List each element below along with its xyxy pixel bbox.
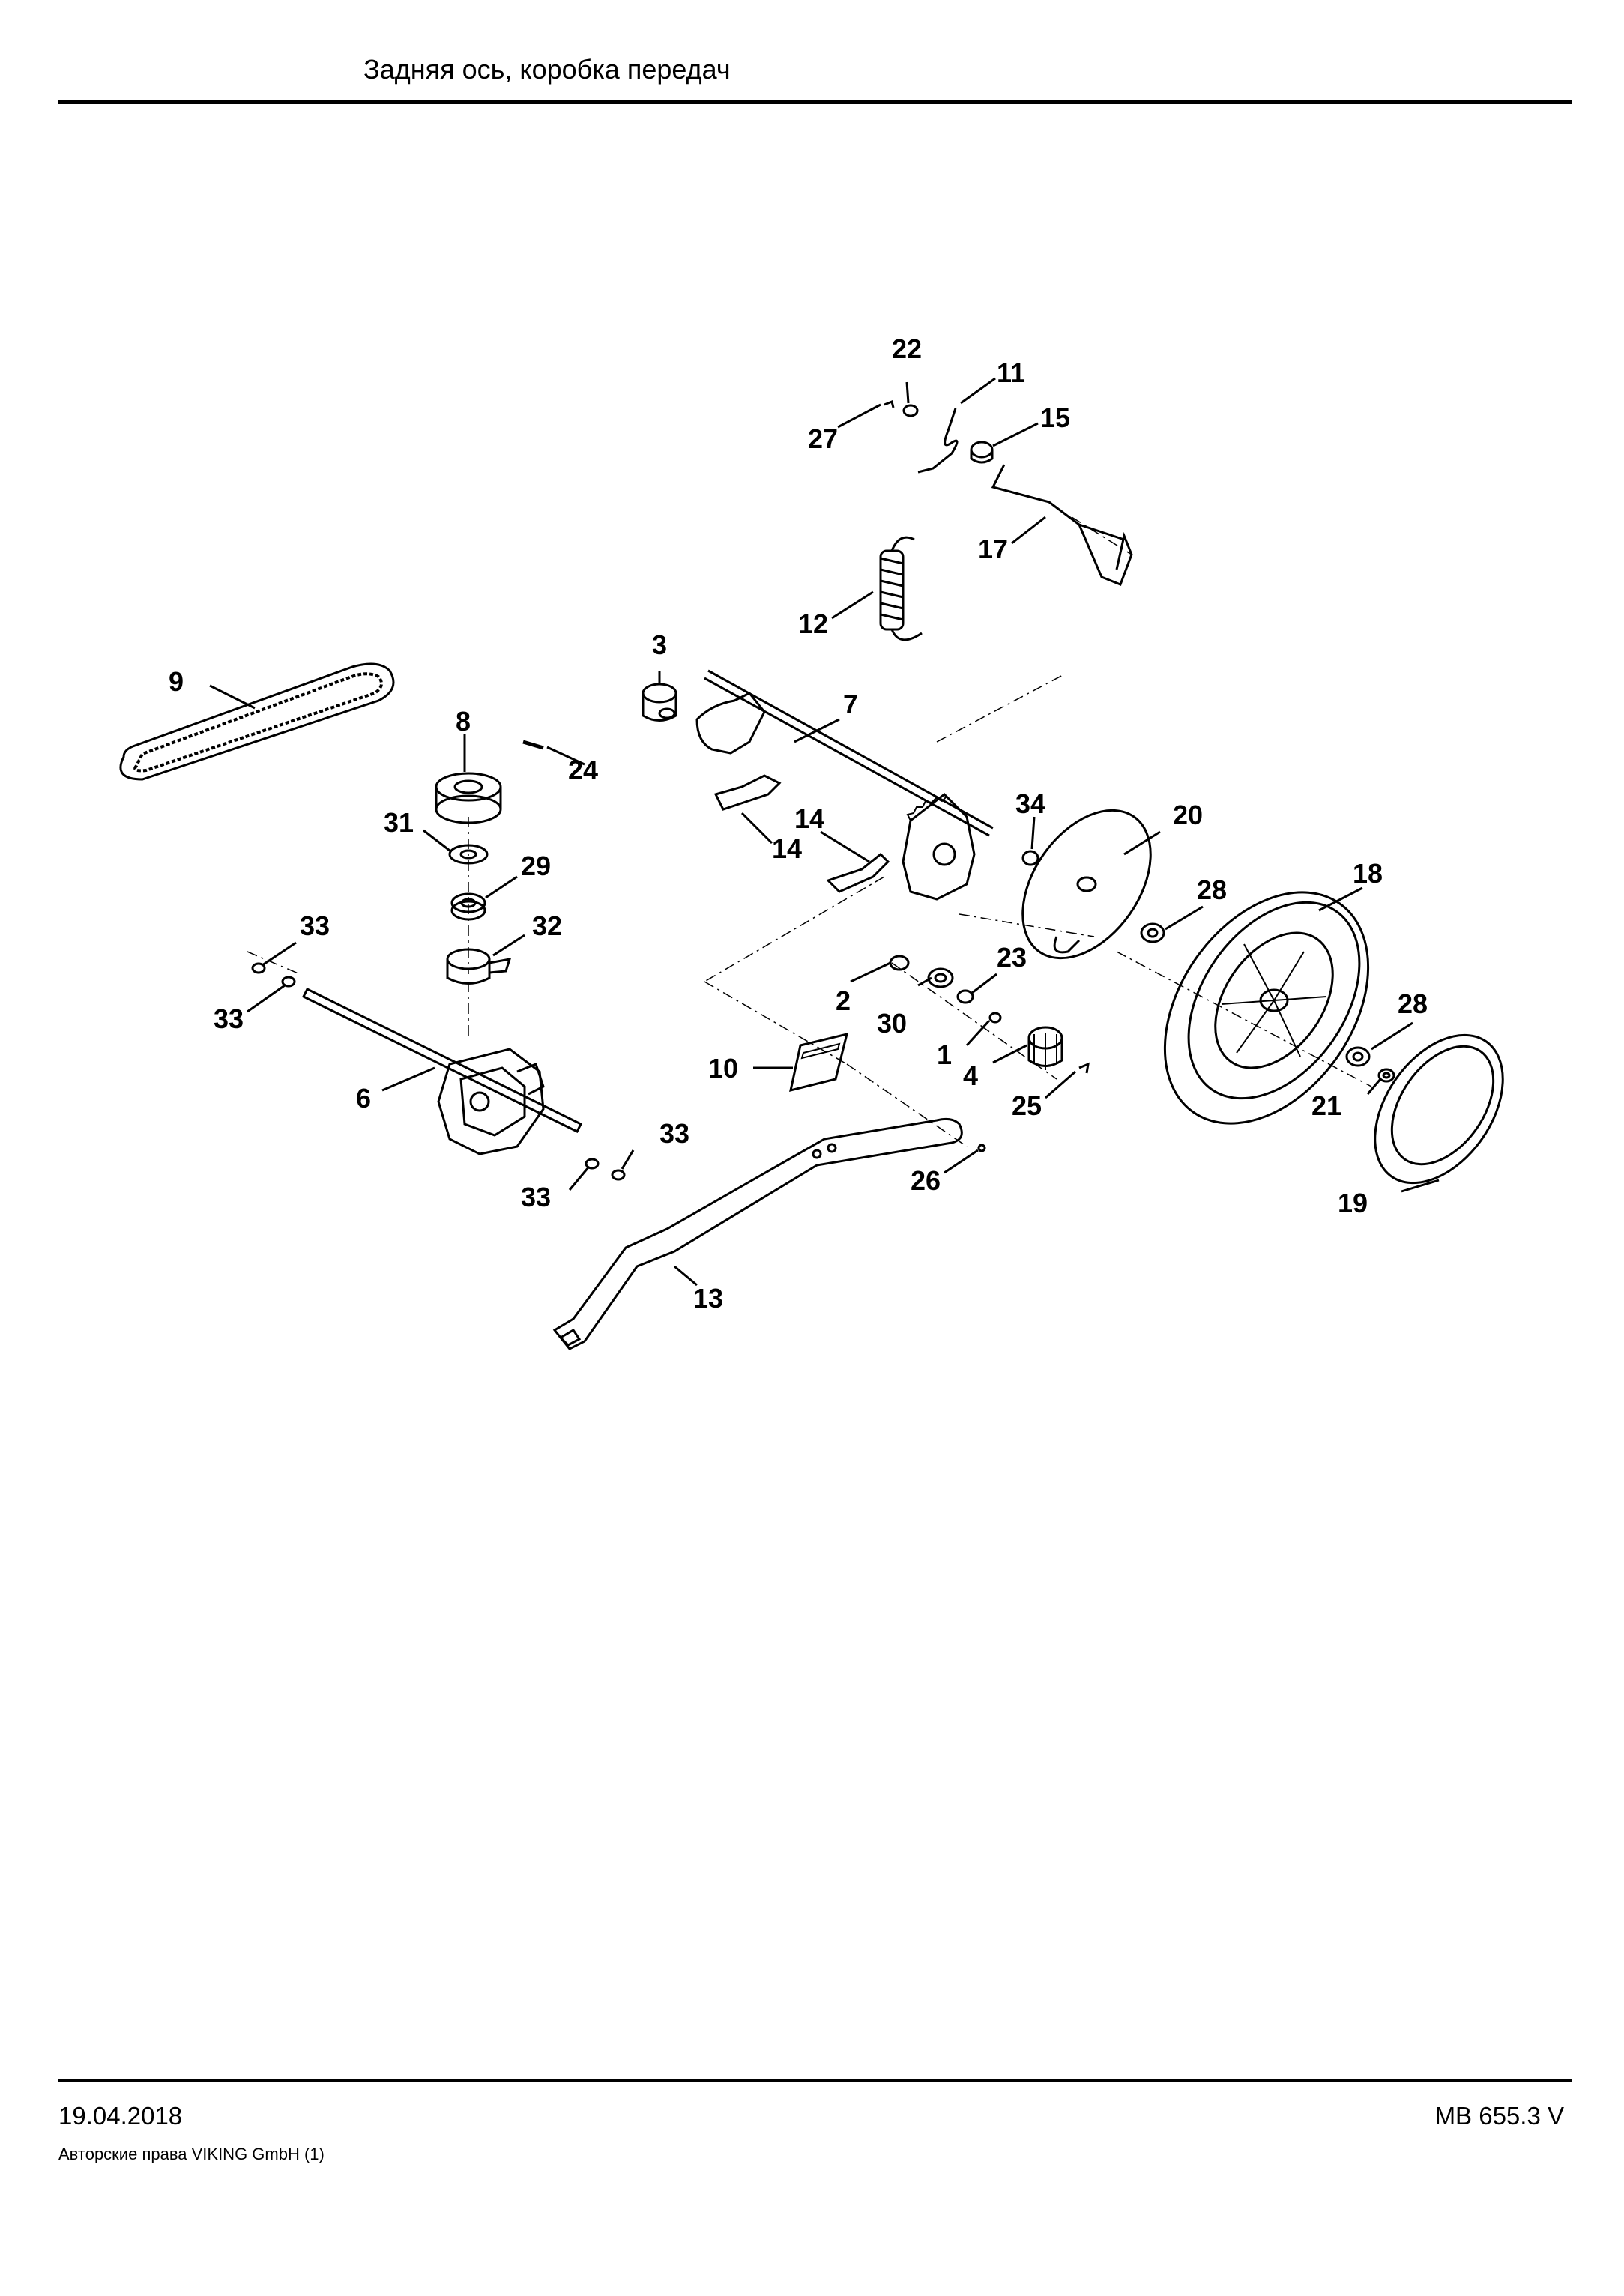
callout-17: 17 [978,534,1008,564]
ring [902,404,919,417]
footer-model: MB 655.3 V [1434,2102,1564,2130]
callout-26: 26 [911,1165,941,1196]
o-ring [281,976,296,988]
pulley [435,772,502,824]
tension-spring [879,536,923,641]
nut [970,441,994,464]
callout-25: 25 [1012,1090,1042,1121]
page-title: Задняя ось, коробка передач [363,54,731,85]
coupling [642,683,677,722]
clip [884,399,895,408]
bearing [927,967,954,988]
leader-lines [209,377,1440,1287]
bearing [450,892,486,921]
o-ring [611,1169,626,1181]
lever-plate [826,852,890,893]
hub-disc [1021,809,1152,960]
washer [1021,850,1039,866]
callout-4: 4 [963,1060,978,1091]
ring [956,989,974,1004]
callout-29: 29 [521,851,551,881]
callout-21: 21 [1311,1090,1341,1121]
washer [1140,922,1165,943]
wheel [1163,891,1370,1125]
callout-33-left-top: 33 [300,910,330,941]
footer-copyright: Авторские права VIKING GmbH (1) [58,2145,325,2163]
callout-28-lower: 28 [1398,988,1428,1019]
wire-bracket [991,464,1133,586]
callout-34: 34 [1015,788,1045,819]
callout-23: 23 [997,942,1027,973]
footer-rule [58,2079,1572,2082]
footer-date: 19.04.2018 [58,2102,183,2130]
nut [1377,1068,1395,1083]
label-plate [789,1032,849,1093]
header-rule [58,100,1572,104]
drive-belt [119,662,395,781]
callout-33-left-bottom: 33 [214,1003,244,1034]
o-ring [585,1158,600,1170]
callout-9: 9 [169,666,184,697]
callout-33-right-top: 33 [659,1118,689,1149]
torsion-spring [917,408,959,474]
callout-8: 8 [456,706,471,737]
callout-6: 6 [356,1083,371,1114]
lever-shaft [695,669,994,901]
callout-20: 20 [1173,800,1203,830]
gearbox-axle [301,987,583,1155]
washer [448,844,489,865]
callout-3: 3 [652,629,667,660]
callout-13: 13 [693,1283,723,1314]
callout-22: 22 [892,333,922,364]
washer [1345,1046,1371,1067]
callout-24: 24 [568,755,598,785]
pin [977,1144,986,1152]
pin [522,740,544,750]
callout-14-lower: 14 [772,833,802,864]
push-bar [552,1117,963,1350]
callout-33-right-bottom: 33 [521,1182,551,1212]
clamp-collar [446,948,512,985]
callout-19: 19 [1338,1188,1368,1218]
callout-11: 11 [997,357,1025,388]
o-ring [251,962,266,974]
callout-31: 31 [384,807,414,838]
hub-cap [1374,1033,1504,1185]
callout-15: 15 [1040,402,1070,433]
callout-28-upper: 28 [1197,874,1227,905]
callout-10: 10 [708,1053,738,1084]
callout-27: 27 [808,423,838,454]
callout-14-upper: 14 [794,803,824,834]
callout-18: 18 [1353,858,1383,889]
callout-7: 7 [843,689,858,719]
callout-12: 12 [798,608,828,639]
callout-1: 1 [937,1039,952,1070]
ring [988,1012,1002,1024]
pinion-gear [1027,1026,1063,1070]
clip [1078,1062,1090,1074]
callout-30: 30 [877,1008,907,1039]
callout-labels: 22 11 27 15 17 12 3 9 8 7 24 14 14 34 20… [169,333,1428,1314]
callout-32: 32 [532,910,562,941]
callout-2: 2 [836,985,851,1016]
lever-plate [713,774,782,811]
